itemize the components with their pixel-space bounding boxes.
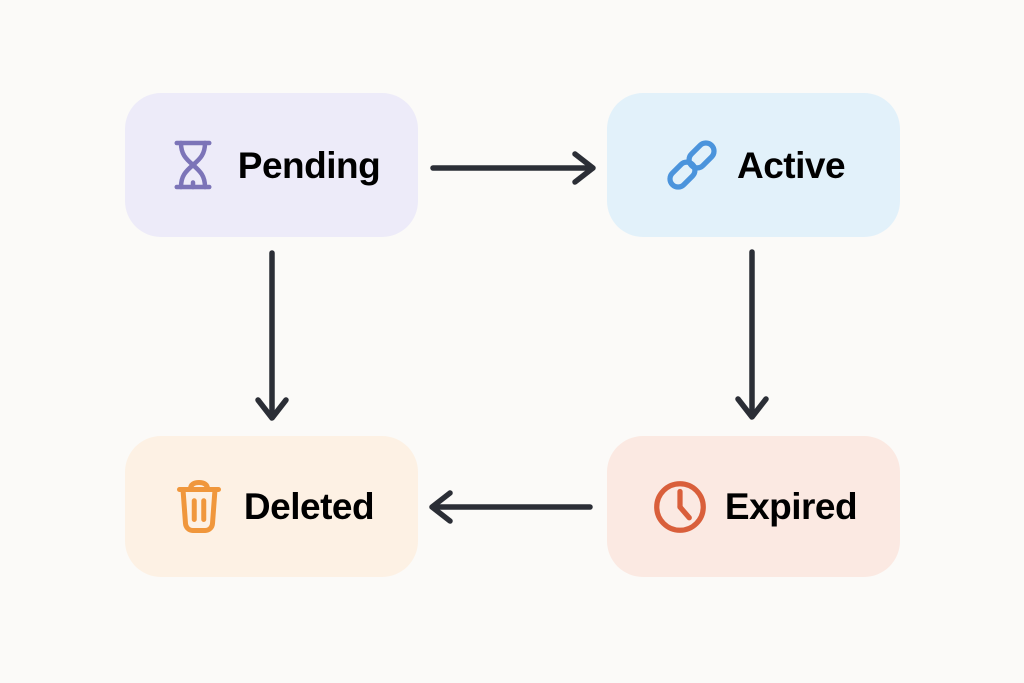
- arrow-pending-to-deleted: [255, 250, 289, 421]
- arrow-active-to-expired: [735, 249, 769, 420]
- arrow-expired-to-deleted: [429, 490, 593, 524]
- node-label-deleted: Deleted: [243, 486, 375, 527]
- node-deleted: Deleted: [125, 436, 418, 577]
- node-label-active: Active: [736, 144, 846, 186]
- node-pending: Pending: [125, 93, 418, 237]
- arrow-pending-to-active: [430, 151, 596, 185]
- hourglass-icon: [163, 135, 223, 195]
- node-active: Active: [607, 93, 900, 237]
- clock-icon: [650, 477, 710, 537]
- node-label-expired: Expired: [724, 486, 858, 527]
- node-label-pending: Pending: [237, 144, 381, 186]
- link-icon: [662, 135, 722, 195]
- trash-icon: [169, 477, 229, 537]
- node-expired: Expired: [607, 436, 900, 577]
